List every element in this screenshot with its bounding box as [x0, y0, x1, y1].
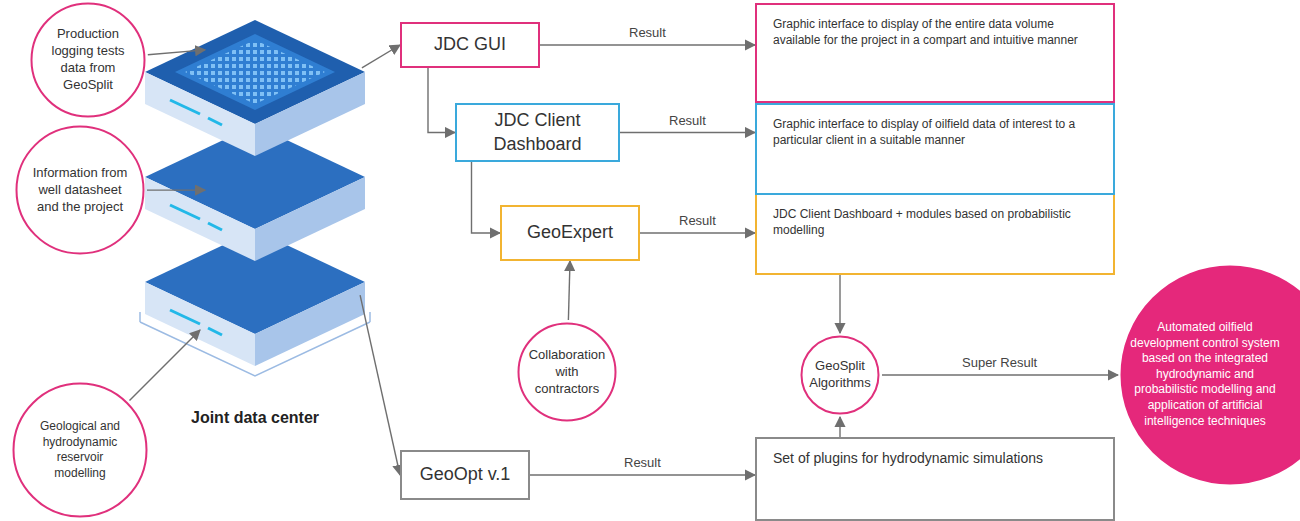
- node-text-group: GeoSplit Algorithms: [807, 358, 874, 392]
- edge-label: Result: [626, 25, 669, 40]
- connector: [130, 330, 201, 401]
- connector: [540, 44, 755, 45]
- input-circle: Production logging tests data from GeoSp…: [30, 2, 146, 118]
- edge-label: Result: [621, 455, 664, 470]
- circle-shape: [14, 384, 147, 517]
- circle-shape: [1122, 267, 1300, 484]
- node-label: JDC Client Dashboard: [465, 109, 610, 156]
- node-text-group: GeoOpt v.1: [420, 463, 511, 486]
- node-label: GeoOpt v.1: [420, 463, 511, 486]
- connector: [472, 162, 501, 233]
- node-label: Automated oilfield development control s…: [1129, 320, 1281, 429]
- node-label: Geological and hydrodynamic reservoir mo…: [30, 419, 131, 481]
- input-circle: Collaboration with contractors: [517, 322, 617, 422]
- input-circle: Information from well datasheet and the …: [15, 125, 145, 255]
- circle-shape: [17, 127, 144, 254]
- circle-shape: [519, 324, 616, 421]
- node-label: Collaboration with contractors: [527, 347, 607, 398]
- edge-label: Result: [676, 213, 719, 228]
- connector: [530, 474, 755, 475]
- node-text-group: Graphic interface to display of oilfield…: [773, 117, 1097, 148]
- result-box: Graphic interface to display of oilfield…: [755, 103, 1115, 195]
- node-text-group: Joint data center: [140, 408, 370, 429]
- node-label: GeoExpert: [527, 221, 613, 244]
- connector: [148, 50, 205, 55]
- node-text-group: JDC Client Dashboard: [465, 109, 610, 156]
- connector: [362, 45, 400, 68]
- connector: [428, 68, 455, 133]
- circle-shape: [802, 337, 879, 414]
- connector: [640, 232, 755, 233]
- result-box: JDC Client Dashboard + modules based on …: [755, 195, 1115, 275]
- node-text-group: Set of plugins for hydrodynamic simulati…: [773, 449, 1043, 467]
- node-label: Production logging tests data from GeoSp…: [45, 26, 131, 94]
- algorithm-circle: GeoSplit Algorithms: [800, 335, 880, 415]
- process-box: GeoExpert: [500, 205, 640, 261]
- node-label: Information from well datasheet and the …: [32, 165, 128, 216]
- node-text-group: Graphic interface to display of the enti…: [773, 17, 1097, 48]
- connector: [882, 374, 1118, 375]
- connector: [839, 417, 840, 437]
- edge-label: Result: [666, 113, 709, 128]
- node-label: Graphic interface to display of oilfield…: [773, 117, 1097, 148]
- result-box: Graphic interface to display of the enti…: [755, 3, 1115, 103]
- node-label: JDC GUI: [434, 33, 506, 56]
- connector: [620, 132, 755, 133]
- node-label: GeoSplit Algorithms: [807, 358, 874, 392]
- node-label: JDC Client Dashboard + modules based on …: [773, 207, 1097, 238]
- node-label: Graphic interface to display of the enti…: [773, 17, 1097, 48]
- node-text-group: Collaboration with contractors: [527, 347, 607, 398]
- connector: [147, 189, 205, 190]
- super-result-circle: Automated oilfield development control s…: [1120, 265, 1300, 485]
- connector: [839, 275, 840, 333]
- node-text-group: Information from well datasheet and the …: [32, 165, 128, 216]
- connector: [360, 295, 400, 475]
- result-box: Set of plugins for hydrodynamic simulati…: [755, 437, 1115, 521]
- node-label: Joint data center: [140, 408, 370, 429]
- circle-shape: [32, 4, 145, 117]
- node-text-group: GeoExpert: [527, 221, 613, 244]
- node-text-group: Geological and hydrodynamic reservoir mo…: [30, 419, 131, 481]
- circle-outline: [12, 382, 148, 518]
- node-label: Set of plugins for hydrodynamic simulati…: [773, 449, 1043, 467]
- connector: [568, 261, 570, 320]
- data-center-node: Joint data center: [140, 15, 370, 435]
- edge-label: Super Result: [959, 355, 1040, 370]
- process-box: JDC GUI: [400, 22, 540, 68]
- node-text-group: Automated oilfield development control s…: [1129, 320, 1281, 429]
- node-text-group: Production logging tests data from GeoSp…: [45, 26, 131, 94]
- input-circle: Geological and hydrodynamic reservoir mo…: [12, 382, 148, 518]
- process-box: GeoOpt v.1: [400, 450, 530, 500]
- node-text-group: JDC GUI: [434, 33, 506, 56]
- node-text-group: JDC Client Dashboard + modules based on …: [773, 207, 1097, 238]
- process-box: JDC Client Dashboard: [455, 103, 620, 162]
